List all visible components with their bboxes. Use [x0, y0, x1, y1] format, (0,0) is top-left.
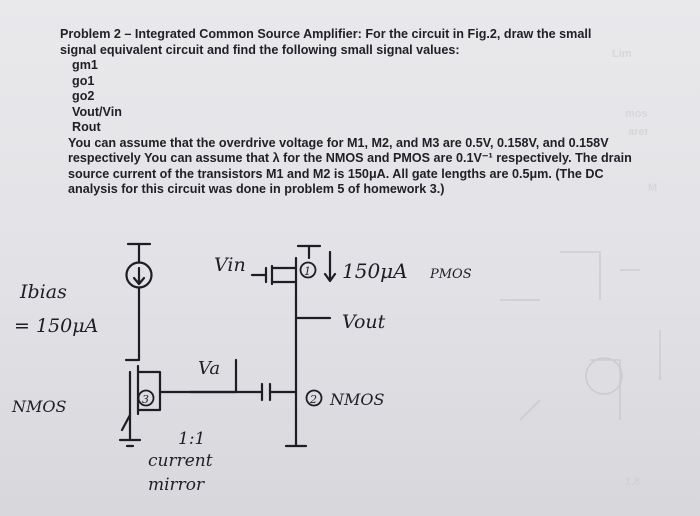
bleed-through-text: Lim [612, 48, 632, 60]
mirror-ratio: 1:1 [178, 429, 205, 449]
m3-number: 3 [142, 393, 149, 406]
assumption-line-3: source current of the transistors M1 and… [68, 166, 604, 181]
bleed-through-circuit [560, 251, 661, 420]
assumption-line-4: analysis for this circuit was done in pr… [68, 182, 445, 196]
m1-transistor [264, 256, 298, 302]
nmos-right-label: NMOS [329, 390, 385, 409]
m2-transistor [268, 390, 298, 432]
problem-instructions: signal equivalent circuit and find the f… [60, 42, 460, 57]
nmos-left-label: NMOS [11, 397, 67, 416]
item-rout: Rout [72, 120, 101, 134]
mirror-gate-wire [188, 382, 272, 402]
bleed-through-text: 1.8 [625, 476, 641, 488]
bleed-through-circuit [500, 299, 541, 421]
mirror-word-mirror: mirror [148, 475, 205, 495]
pmos-label: PMOS [429, 267, 472, 282]
ibias-wire [124, 286, 141, 362]
item-go2: go2 [72, 89, 95, 103]
item-go1: go1 [72, 73, 95, 88]
vin-label: Vin [214, 254, 246, 276]
va-label: Va [198, 358, 220, 379]
mirror-word-current: current [148, 451, 213, 471]
m3-ground-lead [120, 413, 132, 432]
m1-number: 1 [304, 265, 311, 278]
output-column [294, 298, 332, 394]
ibias-value: = 150μA [14, 315, 98, 337]
item-gm1: gm1 [72, 58, 98, 72]
source-value: 150μA [342, 259, 408, 283]
m2-number: 2 [309, 393, 317, 406]
m3-circle [137, 389, 155, 407]
problem-title-rest: For the circuit in Fig.2, draw the small [365, 27, 592, 41]
problem-title: Problem 2 – Integrated Common Source Amp… [60, 27, 362, 41]
ibias-label: Ibias [19, 281, 67, 303]
problem-title-line: Problem 2 – Integrated Common Source Amp… [60, 27, 660, 43]
m1-circle [299, 261, 317, 279]
assumption-line-1: You can assume that the overdrive voltag… [68, 135, 609, 150]
bleed-through-text: M [648, 182, 658, 194]
m2-ground [284, 428, 308, 448]
bleed-through-text: arer [628, 126, 649, 138]
left-supply-bar [126, 242, 152, 264]
assumption-line-2: respectively You can assume that λ for t… [68, 151, 632, 165]
m2-circle [305, 389, 323, 407]
pmos-supply-bar [296, 244, 322, 260]
ibias-arrow [132, 266, 146, 286]
problem-statement: Problem 2 – Integrated Common Source Amp… [60, 27, 660, 198]
item-gain: Vout/Vin [72, 104, 122, 119]
bleed-through-circle [585, 357, 623, 395]
source-arrow [323, 250, 337, 283]
bleed-through-text: mos [625, 108, 648, 120]
vout-label: Vout [342, 311, 386, 333]
